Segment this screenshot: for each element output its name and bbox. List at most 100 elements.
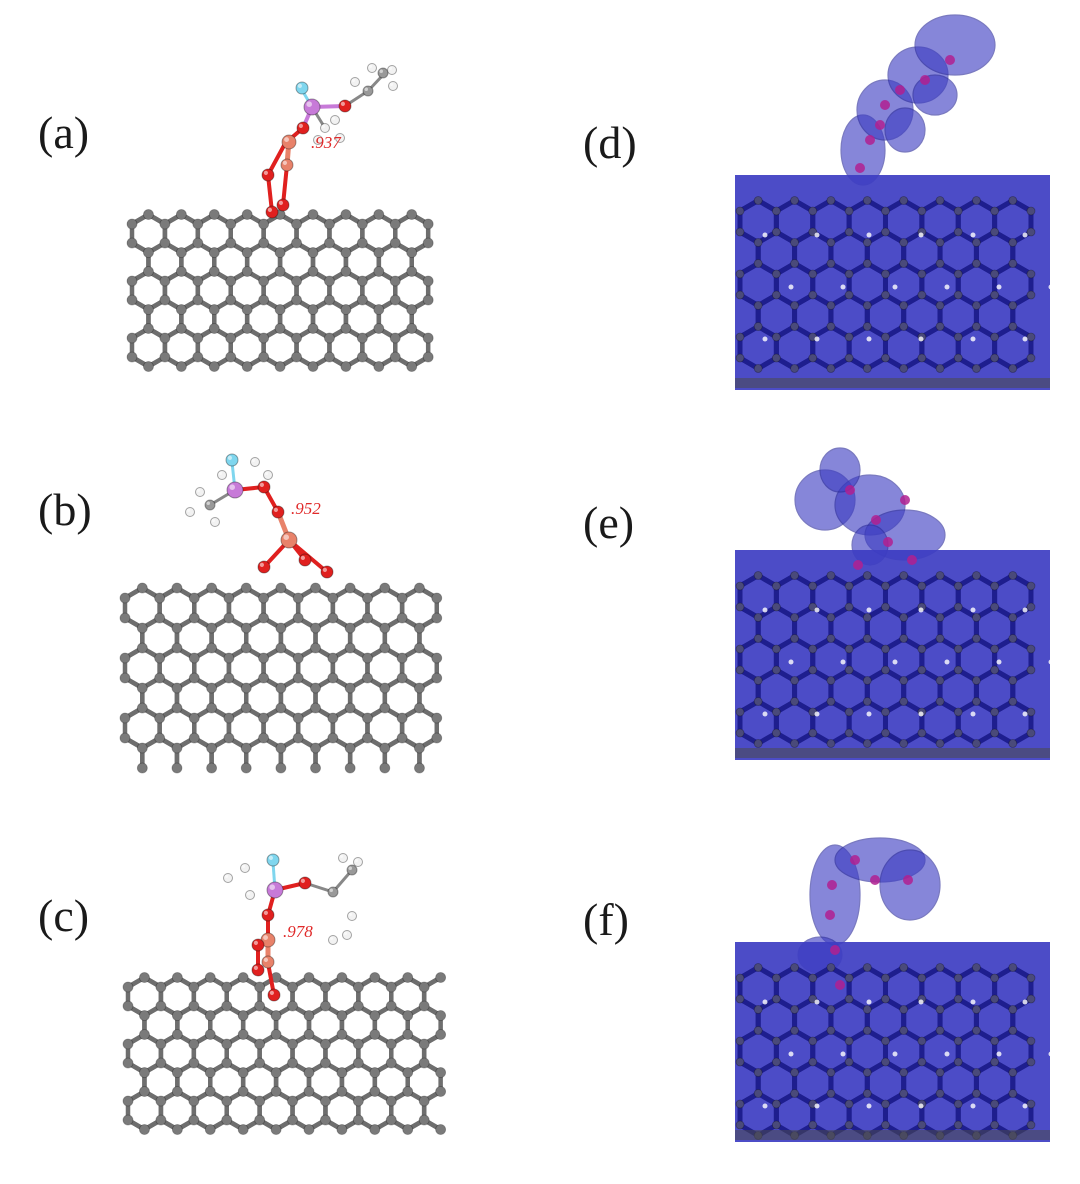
carbon-atom [389, 275, 401, 287]
carbon-atom [155, 1114, 167, 1126]
hydrogen-atom-highlight [351, 78, 355, 83]
hex-center [944, 284, 950, 290]
carbon-atom [935, 322, 945, 331]
carbon-atom [171, 622, 183, 634]
carbon-atom [362, 732, 373, 744]
carbon-atom [225, 294, 237, 306]
carbon-atom [352, 1038, 364, 1050]
oxygen-atom-highlight [263, 910, 268, 916]
carbon-atom [389, 332, 401, 344]
carbon-atom [735, 227, 745, 237]
carbon-atom [136, 642, 148, 654]
carbon-atom [310, 762, 321, 774]
carbon-atom [396, 592, 408, 604]
carbon-atom [188, 1057, 200, 1069]
carbon-atom [1008, 238, 1018, 247]
carbon-atom [899, 364, 909, 373]
carbon-atom [237, 1124, 249, 1135]
carbon-atom [223, 732, 235, 744]
carbon-atom [291, 237, 302, 249]
carbon-atom [291, 294, 302, 306]
carbon-atom [418, 1038, 430, 1050]
carbon-atom [369, 972, 381, 983]
hex-center [970, 232, 976, 238]
carbon-atom [225, 332, 237, 344]
carbon-atom [324, 237, 335, 249]
carbon-atom [188, 712, 200, 724]
carbon-atom [258, 592, 269, 604]
carbon-atom [336, 972, 348, 983]
carbon-atom [155, 981, 167, 993]
nanotube [735, 571, 1036, 748]
carbon-atom [753, 364, 763, 373]
carbon-atom [935, 364, 945, 373]
oxygen-atom-highlight [278, 200, 283, 205]
carbon-atom [171, 972, 183, 983]
carbon-atom [422, 332, 434, 344]
carbon-atom [352, 1000, 364, 1012]
carbon-atom [254, 1095, 266, 1107]
carbon-atom [379, 702, 391, 714]
nanotube [735, 196, 1036, 373]
carbon-atom [126, 237, 138, 249]
carbon-atom [771, 353, 781, 363]
hydrogen-atom-highlight [186, 508, 190, 512]
carbon-atom [270, 1086, 282, 1097]
carbon-atom [735, 206, 745, 216]
carbon-atom [240, 642, 252, 654]
carbon-atom [435, 1067, 447, 1078]
hydrogen-atom-highlight [246, 891, 250, 895]
carbon-atom [396, 732, 408, 744]
carbon-atom [310, 742, 321, 754]
carbon-atom [204, 1067, 216, 1078]
carbon-atom [422, 294, 434, 306]
carbon-atom [240, 622, 252, 634]
carbon-atom [935, 301, 945, 310]
carbon-atom [972, 238, 981, 247]
carbon-atom [324, 275, 335, 287]
carbon-atom [826, 196, 836, 205]
carbon-atom [385, 1095, 397, 1107]
carbon-atom [435, 1010, 447, 1021]
carbon-atom [241, 266, 253, 277]
carbon-atom [136, 702, 148, 714]
carbon-atom [369, 1029, 381, 1040]
carbon-atom [414, 622, 425, 634]
carbon-atom [1026, 353, 1036, 363]
carbon-atom [122, 1057, 134, 1069]
carbon-atom [208, 361, 220, 372]
carbon-atom [126, 294, 138, 306]
carbon-atom [258, 712, 269, 724]
carbon-atom [389, 237, 401, 249]
hex-center [814, 232, 820, 238]
carbon-atom [126, 351, 138, 363]
carbon-atom [192, 237, 204, 249]
phosphorus-atom-highlight [229, 484, 235, 491]
hydrogen-atom-highlight [336, 134, 340, 138]
carbon-atom [435, 972, 447, 983]
carbon-atom [310, 582, 321, 594]
carbon-atom [324, 294, 335, 306]
carbon-atom [254, 981, 266, 993]
carbon-atom [327, 652, 339, 664]
carbon-atom [171, 682, 183, 694]
hydrogen-atom-highlight [348, 912, 352, 916]
carbon-atom [139, 1124, 150, 1135]
carbon-atom [171, 762, 183, 774]
carbon-atom [223, 652, 235, 664]
carbon-atom [171, 1124, 183, 1135]
carbon-atom [422, 275, 434, 287]
carbon-atom [171, 702, 183, 714]
carbon-atom [753, 322, 763, 331]
carbon-atom [307, 361, 319, 372]
carbon-atom [171, 1010, 183, 1021]
carbon-atom [418, 1114, 430, 1126]
hydrogen-atom-highlight [251, 458, 255, 462]
hex-center [918, 336, 924, 342]
carbon-atom [155, 1038, 167, 1050]
carbon-atom [154, 592, 166, 604]
carbon-atom [324, 218, 335, 230]
carbon-atom [431, 652, 443, 664]
carbon-atom [385, 1000, 397, 1012]
